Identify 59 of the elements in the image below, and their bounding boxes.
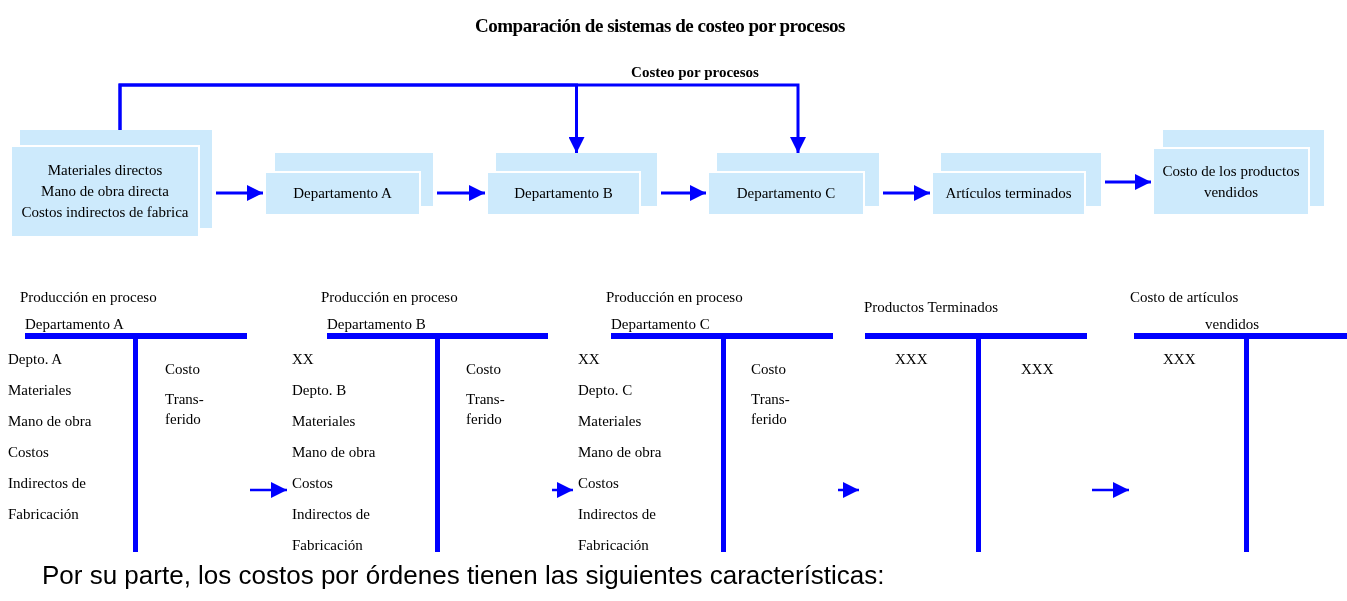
debit-entry: Mano de obra: [578, 443, 662, 462]
account-title: Producción en proceso: [20, 288, 157, 307]
credit-entry: Costo: [165, 360, 201, 379]
arrow: [118, 83, 806, 153]
debit-entry: XX: [578, 350, 600, 369]
debit-entry: Fabricación: [292, 536, 363, 555]
debit-entry: Materiales: [292, 412, 356, 431]
debit-entry: Indirectos de: [578, 505, 656, 524]
box-text: Costos indirectos de fabrica: [21, 203, 189, 222]
box-text: Departamento A: [293, 184, 392, 203]
debit-entry: XXX: [1163, 350, 1196, 369]
arrow: [1092, 482, 1129, 498]
account-title: Costo de artículos: [1130, 288, 1239, 307]
arrow: [1105, 174, 1151, 190]
arrow: [883, 185, 930, 201]
account-title: Departamento C: [611, 315, 710, 334]
account-title: Departamento B: [327, 315, 426, 334]
box-text: Mano de obra directa: [41, 182, 169, 201]
debit-entry: Materiales: [578, 412, 642, 431]
account-title: Producción en proceso: [321, 288, 458, 307]
credit-entry: Trans- ferido: [466, 390, 506, 429]
account-title: Departamento A: [25, 315, 124, 334]
debit-entry: XX: [292, 350, 314, 369]
box-text: Departamento C: [736, 184, 836, 203]
arrow: [250, 482, 287, 498]
debit-entry: Costos: [8, 443, 49, 462]
box-text: Costo de los productos vendidos: [1161, 161, 1301, 202]
debit-entry: Depto. B: [292, 381, 347, 400]
credit-entry: Costo: [466, 360, 502, 379]
debit-entry: Indirectos de: [8, 474, 86, 493]
debit-entry: Fabricación: [578, 536, 649, 555]
debit-entry: Fabricación: [8, 505, 79, 524]
debit-entry: Mano de obra: [8, 412, 92, 431]
account-title: Productos Terminados: [864, 298, 999, 317]
account-title: vendidos: [1205, 315, 1260, 334]
debit-entry: Depto. C: [578, 381, 633, 400]
line-label: Costeo por procesos: [630, 63, 760, 82]
debit-entry: Indirectos de: [292, 505, 370, 524]
debit-entry: Costos: [292, 474, 333, 493]
arrow: [216, 185, 263, 201]
account-title: Producción en proceso: [606, 288, 743, 307]
box-text: Materiales directos: [47, 161, 163, 180]
debit-entry: Mano de obra: [292, 443, 376, 462]
credit-entry: Trans- ferido: [751, 390, 791, 429]
debit-entry: Costos: [578, 474, 619, 493]
body-text: Por su parte, los costos por órdenes tienen las siguientes características:: [42, 559, 885, 592]
arrow: [661, 185, 706, 201]
credit-entry: Trans- ferido: [165, 390, 205, 429]
arrow: [552, 482, 573, 498]
arrow: [838, 482, 859, 498]
credit-entry: Costo: [751, 360, 787, 379]
debit-entry: XXX: [895, 350, 928, 369]
debit-entry: Materiales: [8, 381, 72, 400]
arrow: [437, 185, 485, 201]
diagram-title: Comparación de sistemas de costeo por procesos: [473, 14, 847, 38]
box-text: Artículos terminados: [945, 184, 1072, 203]
debit-entry: Depto. A: [8, 350, 63, 369]
credit-entry: XXX: [1021, 360, 1055, 379]
box-text: Departamento B: [514, 184, 613, 203]
